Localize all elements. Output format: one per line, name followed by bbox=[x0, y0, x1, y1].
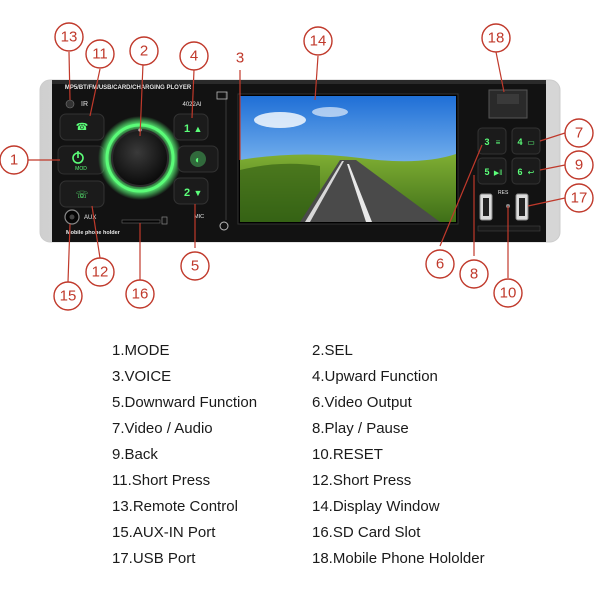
callout-1: 1 bbox=[0, 145, 29, 175]
callout-14: 14 bbox=[303, 26, 333, 56]
legend-item-short-press-11: 11.Short Press bbox=[112, 472, 211, 489]
key-1-label: 1 bbox=[184, 123, 190, 135]
callout-4: 4 bbox=[179, 41, 209, 71]
svg-text:13: 13 bbox=[61, 29, 78, 46]
legend-item-voice: 3.VOICE bbox=[112, 368, 172, 385]
hangup-icon: ☏ bbox=[76, 190, 89, 201]
svg-text:5: 5 bbox=[191, 258, 199, 275]
sd-card-slot[interactable] bbox=[121, 219, 161, 224]
key-3-label: 3 bbox=[484, 137, 489, 147]
svg-text:7: 7 bbox=[575, 125, 583, 142]
callout-17: 17 bbox=[564, 183, 594, 213]
legend-item-upward: 4.Upward Function bbox=[312, 368, 438, 385]
svg-text:12: 12 bbox=[92, 264, 109, 281]
function-legend: 1.MODE 2.SEL 3.VOICE 4.Upward Function 5… bbox=[112, 338, 532, 572]
downward-button[interactable]: 2 ▼ bbox=[173, 177, 209, 205]
legend-item-short-press-12: 12.Short Press bbox=[312, 472, 412, 489]
callout-11: 11 bbox=[85, 39, 115, 69]
legend-item-reset: 10.RESET bbox=[312, 446, 383, 463]
legend-item-video-audio: 7.Video / Audio bbox=[112, 420, 213, 437]
upward-button[interactable]: 1 ▲ bbox=[173, 113, 209, 141]
down-triangle-icon: ▼ bbox=[194, 188, 203, 198]
legend-item-play-pause: 8.Play / Pause bbox=[312, 420, 409, 437]
play-pause-button[interactable]: 5 ▶‖ bbox=[477, 157, 507, 185]
legend-item-sd-card: 16.SD Card Slot bbox=[312, 524, 421, 541]
callout-6: 6 bbox=[425, 249, 455, 279]
screen-icon: ▭ bbox=[527, 138, 535, 147]
callout-leaders bbox=[28, 51, 566, 283]
svg-text:3: 3 bbox=[236, 50, 244, 67]
key-4-label: 4 bbox=[517, 137, 522, 147]
legend-item-downward: 5.Downward Function bbox=[112, 394, 258, 411]
callout-7: 7 bbox=[564, 118, 594, 148]
callout-5: 5 bbox=[180, 251, 210, 281]
volume-sel-knob[interactable] bbox=[111, 129, 169, 187]
legend-item-video-output: 6.Video Output bbox=[312, 394, 412, 411]
legend-item-aux-in: 15.AUX-IN Port bbox=[112, 524, 216, 541]
callout-9: 9 bbox=[564, 150, 594, 180]
res-label: RES bbox=[498, 190, 509, 196]
key-5-label: 5 bbox=[484, 167, 489, 177]
svg-text:15: 15 bbox=[60, 288, 77, 305]
svg-text:4: 4 bbox=[190, 48, 198, 65]
svg-text:8: 8 bbox=[470, 266, 478, 283]
callout-12: 12 bbox=[85, 257, 115, 287]
video-audio-button[interactable]: 4 ▭ bbox=[511, 127, 541, 155]
callout-16: 16 bbox=[125, 279, 155, 309]
key-6-label: 6 bbox=[517, 167, 522, 177]
svg-text:6: 6 bbox=[436, 256, 444, 273]
up-triangle-icon: ▲ bbox=[194, 124, 203, 134]
callout-8: 8 bbox=[459, 259, 489, 289]
callout-10: 10 bbox=[493, 278, 523, 308]
legend-item-sel: 2.SEL bbox=[312, 342, 353, 359]
camera-icon bbox=[219, 221, 229, 231]
mobile-phone-holder[interactable] bbox=[488, 89, 528, 119]
back-arrow-icon: ↩ bbox=[528, 168, 535, 177]
car-stereo-diagram: MP5/BT/FM/USB/CARD/CHARGING PLOYER 4022A… bbox=[0, 22, 594, 311]
legend-item-mode: 1.MODE bbox=[112, 342, 170, 359]
svg-text:14: 14 bbox=[310, 33, 327, 50]
diagram-stage: MP5/BT/FM/USB/CARD/CHARGING PLOYER 4022A… bbox=[0, 22, 594, 311]
mic-label: MIC bbox=[194, 214, 204, 220]
legend-item-display-window: 14.Display Window bbox=[312, 498, 440, 515]
display-window[interactable] bbox=[237, 93, 459, 225]
mode-label: MOD bbox=[75, 166, 87, 172]
ir-label: IR bbox=[81, 101, 88, 108]
brand-text: MP5/BT/FM/USB/CARD/CHARGING PLOYER bbox=[65, 85, 192, 91]
legend-item-phone-holder: 18.Mobile Phone Hololder bbox=[312, 550, 485, 567]
svg-text:16: 16 bbox=[132, 286, 149, 303]
callout-13: 13 bbox=[54, 22, 84, 52]
callout-15: 15 bbox=[53, 281, 83, 311]
video-output-icon bbox=[216, 91, 228, 100]
short-press-button-bottom[interactable]: ☏ bbox=[59, 180, 105, 208]
list-icon: ≡ bbox=[496, 138, 501, 147]
key-2-label: 2 bbox=[184, 187, 190, 199]
sd-card-icon bbox=[161, 216, 168, 225]
callout-3: 3 bbox=[236, 50, 244, 67]
aux-label: AUX bbox=[84, 215, 96, 221]
svg-text:17: 17 bbox=[571, 190, 588, 207]
callout-18: 18 bbox=[481, 23, 511, 53]
voice-icon: ◐ bbox=[195, 155, 201, 166]
legend-item-remote-control: 13.Remote Control bbox=[112, 498, 238, 515]
ir-sensor bbox=[65, 99, 75, 109]
video-output-button[interactable]: 3 ≡ bbox=[477, 127, 507, 155]
legend-item-usb-port: 17.USB Port bbox=[112, 550, 196, 567]
legend-item-back: 9.Back bbox=[112, 446, 158, 463]
svg-text:2: 2 bbox=[140, 43, 148, 60]
mode-button[interactable]: MOD bbox=[57, 145, 105, 175]
voice-button[interactable]: ◐ bbox=[177, 145, 219, 173]
svg-text:9: 9 bbox=[575, 157, 583, 174]
holder-label: Mobile phone holder bbox=[66, 230, 121, 236]
play-pause-icon: ▶‖ bbox=[494, 170, 502, 177]
short-press-button-top[interactable]: ☎ bbox=[59, 113, 105, 141]
phone-icon: ☎ bbox=[76, 122, 88, 133]
back-button[interactable]: 6 ↩ bbox=[511, 157, 541, 185]
svg-text:1: 1 bbox=[10, 152, 18, 169]
callout-2: 2 bbox=[129, 36, 159, 66]
svg-text:18: 18 bbox=[488, 30, 505, 47]
svg-text:10: 10 bbox=[500, 285, 517, 302]
svg-text:11: 11 bbox=[92, 46, 108, 63]
